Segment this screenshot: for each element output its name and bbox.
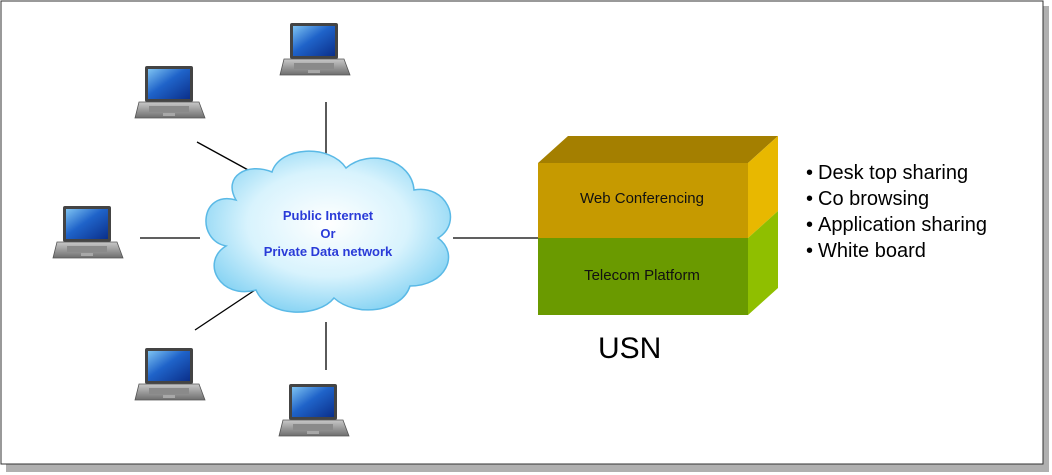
telecom-platform-layer bbox=[538, 238, 748, 315]
web-conferencing-side-face bbox=[748, 136, 778, 238]
usn-title: USN bbox=[598, 332, 662, 365]
feature-item: White board bbox=[806, 238, 987, 264]
feature-item: Application sharing bbox=[806, 212, 987, 238]
cloud-label-line3: Private Data network bbox=[263, 244, 393, 259]
cloud-icon bbox=[205, 150, 452, 313]
link-laptop-1 bbox=[196, 141, 251, 172]
web-conferencing-layer bbox=[538, 163, 748, 238]
cloud-label-line2: Or bbox=[320, 226, 336, 241]
usn-box bbox=[538, 136, 778, 315]
cloud-label-line1: Public Internet bbox=[282, 208, 374, 223]
connection-lines bbox=[140, 102, 540, 370]
telecom-platform-side-face bbox=[748, 211, 778, 315]
link-laptop-4 bbox=[194, 289, 256, 331]
feature-item: Desk top sharing bbox=[806, 160, 987, 186]
web-conferencing-label: Web Conferencing bbox=[580, 190, 704, 207]
feature-list: Desk top sharing Co browsing Application… bbox=[806, 160, 987, 264]
feature-item: Co browsing bbox=[806, 186, 987, 212]
web-conferencing-top-face bbox=[538, 136, 778, 163]
telecom-platform-label: Telecom Platform bbox=[584, 267, 700, 284]
